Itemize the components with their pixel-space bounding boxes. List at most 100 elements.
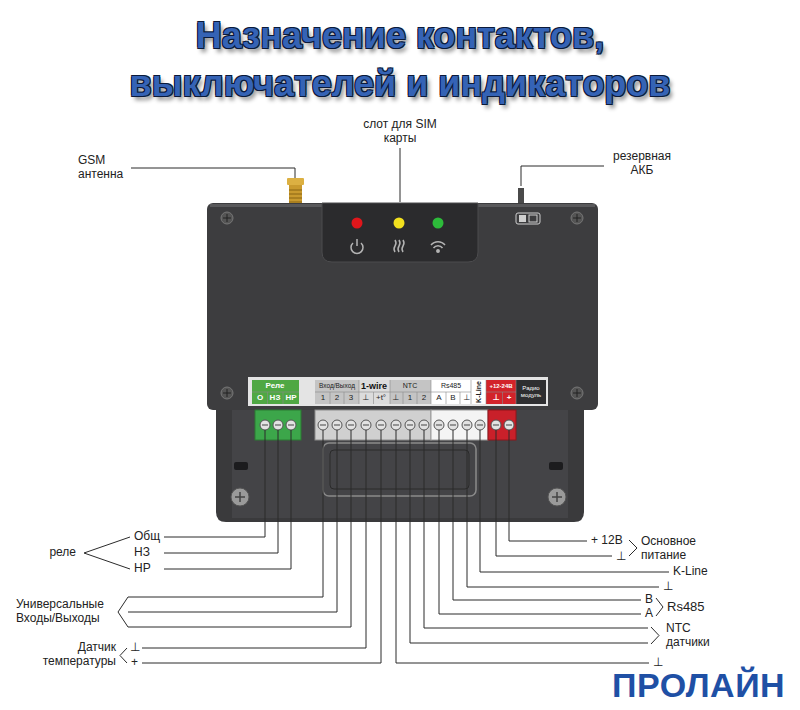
gsm-antenna — [287, 178, 304, 206]
pin-label: A — [436, 393, 441, 402]
terminal-label-strip-part — [248, 377, 548, 406]
pin-label: + — [131, 656, 138, 670]
housing-upper-part — [221, 212, 233, 224]
terminal-blocks-part — [315, 410, 431, 440]
group-label: Основное питание — [641, 535, 709, 563]
housing-upper-part — [573, 389, 581, 397]
group-label: NTC датчики — [666, 622, 728, 650]
leader-lines-part — [410, 430, 648, 643]
terminal-group-label: Реле — [265, 381, 284, 390]
terminal-label-strip-part — [471, 380, 486, 404]
leader-lines-part — [84, 537, 130, 569]
watermark: ПРОЛАЙН — [612, 666, 785, 705]
leader-lines-part — [128, 430, 351, 627]
housing-upper-part — [221, 387, 233, 399]
terminal-group-label: 1-wire — [361, 381, 387, 391]
group-label: Датчик температуры — [36, 641, 116, 669]
pin-label: ⊥ — [492, 393, 499, 402]
pin-label: K-Line — [673, 565, 708, 579]
terminal-group-label: K-Line — [475, 381, 483, 403]
housing-upper-part — [223, 389, 231, 397]
leader-lines — [84, 148, 669, 663]
status-leds — [352, 218, 444, 229]
group-label: реле — [49, 546, 76, 560]
status-leds-part — [394, 218, 405, 229]
housing-upper-part — [571, 387, 583, 399]
callout-label: слот для SIM карты — [358, 118, 442, 146]
pin-label: + 12В — [591, 534, 623, 548]
terminal-group-label: +12-24В — [489, 383, 512, 390]
leader-lines-part — [164, 430, 265, 537]
housing-upper-part — [529, 215, 537, 222]
terminal-label-strip — [248, 377, 548, 406]
pin-label: ⊥ — [616, 550, 626, 564]
terminal-group-label: Rs485 — [441, 382, 461, 390]
gsm-antenna-part — [287, 178, 304, 185]
pin-label: 2 — [422, 393, 426, 402]
pin-label: 3 — [349, 393, 353, 402]
leader-lines-part — [453, 430, 641, 600]
leader-lines-part — [656, 598, 663, 616]
callout-label: GSM антенна — [78, 154, 130, 182]
pin-label: ⊥ — [393, 393, 400, 402]
leader-lines-part — [131, 168, 295, 178]
group-label: Rs485 — [667, 600, 705, 615]
leader-lines-part — [467, 430, 659, 587]
terminal-screws — [260, 420, 514, 430]
group-label: Универсальные Входы/Выходы — [16, 598, 114, 626]
housing-upper-part — [207, 203, 598, 410]
leader-lines-part — [118, 597, 128, 627]
pin-label: 2 — [335, 393, 339, 402]
status-leds-part — [352, 218, 363, 229]
terminal-blocks — [255, 410, 516, 440]
housing-lower-part — [232, 404, 568, 518]
pin-label: A — [645, 607, 653, 621]
pin-label: 1 — [321, 393, 325, 402]
terminal-label-strip-part — [268, 380, 517, 404]
leader-lines-part — [400, 148, 401, 202]
housing-lower-part — [231, 488, 249, 506]
pin-label: 1 — [408, 393, 412, 402]
pin-label: Общ — [134, 530, 160, 544]
gsm-antenna-part — [289, 184, 302, 206]
housing-lower-part — [548, 488, 566, 506]
pin-label: ⊥ — [363, 393, 370, 402]
pin-label: О — [257, 393, 263, 402]
housing-lower — [216, 400, 584, 522]
pin-label: + — [507, 393, 512, 402]
leader-lines-part — [142, 430, 381, 663]
housing-upper-part — [519, 215, 526, 222]
battery-switch-part — [518, 188, 524, 204]
housing-lower-part — [216, 400, 584, 522]
leader-lines-part — [164, 430, 291, 569]
indicator-icons-part — [437, 250, 439, 252]
leader-lines-part — [128, 430, 323, 597]
indicator-icons — [351, 239, 445, 253]
leader-lines-part — [128, 430, 337, 612]
housing-upper-part — [516, 213, 540, 224]
leader-lines-part — [651, 627, 659, 644]
battery-switch — [518, 188, 524, 204]
leader-lines-part — [396, 430, 649, 663]
housing-upper — [207, 203, 598, 410]
terminal-screws-part — [262, 425, 512, 426]
indicator-icons-part — [394, 240, 404, 252]
pin-label: НР — [285, 393, 296, 402]
leader-lines-part — [120, 648, 127, 663]
terminal-label-strip-part — [516, 380, 546, 404]
leader-lines-part — [439, 430, 641, 614]
callout-label: резервная АКБ — [606, 150, 678, 178]
leader-lines-part — [509, 430, 587, 541]
housing-upper-part — [573, 214, 581, 222]
housing-lower-part — [234, 462, 248, 470]
pin-label: НР — [134, 562, 151, 576]
leader-lines-part — [164, 430, 278, 553]
pin-label: ⊥ — [130, 641, 140, 655]
terminal-group-label: Радио модуль — [516, 385, 546, 399]
leader-lines-part — [142, 430, 366, 648]
housing-upper-part — [322, 203, 478, 262]
housing-lower-part — [549, 462, 563, 470]
diagram-title: Назначение контактов, выключателей и инд… — [80, 12, 720, 108]
pin-label: ⊥ — [464, 393, 471, 402]
